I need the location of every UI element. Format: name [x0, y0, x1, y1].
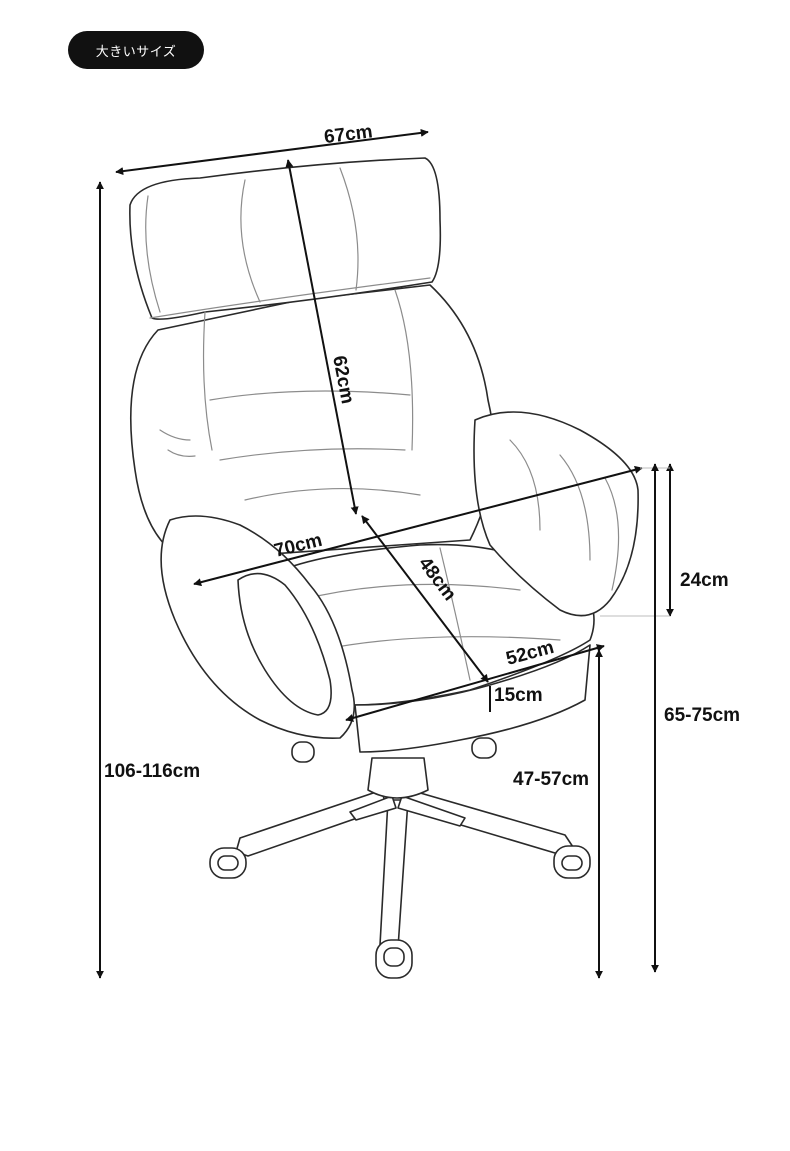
label-armrest-height: 24cm [680, 570, 729, 591]
label-arm-floor-height: 65-75cm [664, 705, 740, 726]
label-seat-floor-height: 47-57cm [513, 769, 589, 790]
label-seat-thickness: 15cm [494, 685, 543, 706]
caster-wheels [209, 737, 591, 979]
chair-base [209, 737, 591, 979]
dimension-lines [96, 128, 674, 979]
dim-line-width-top [115, 128, 429, 176]
dim-line-backrest-height [285, 159, 359, 515]
size-badge: 大きいサイズ [68, 31, 204, 69]
label-width-top: 67cm [323, 121, 374, 148]
chair-illustration [129, 157, 639, 979]
label-total-height: 106-116cm [104, 761, 200, 782]
dim-line-seat-width [345, 644, 605, 722]
